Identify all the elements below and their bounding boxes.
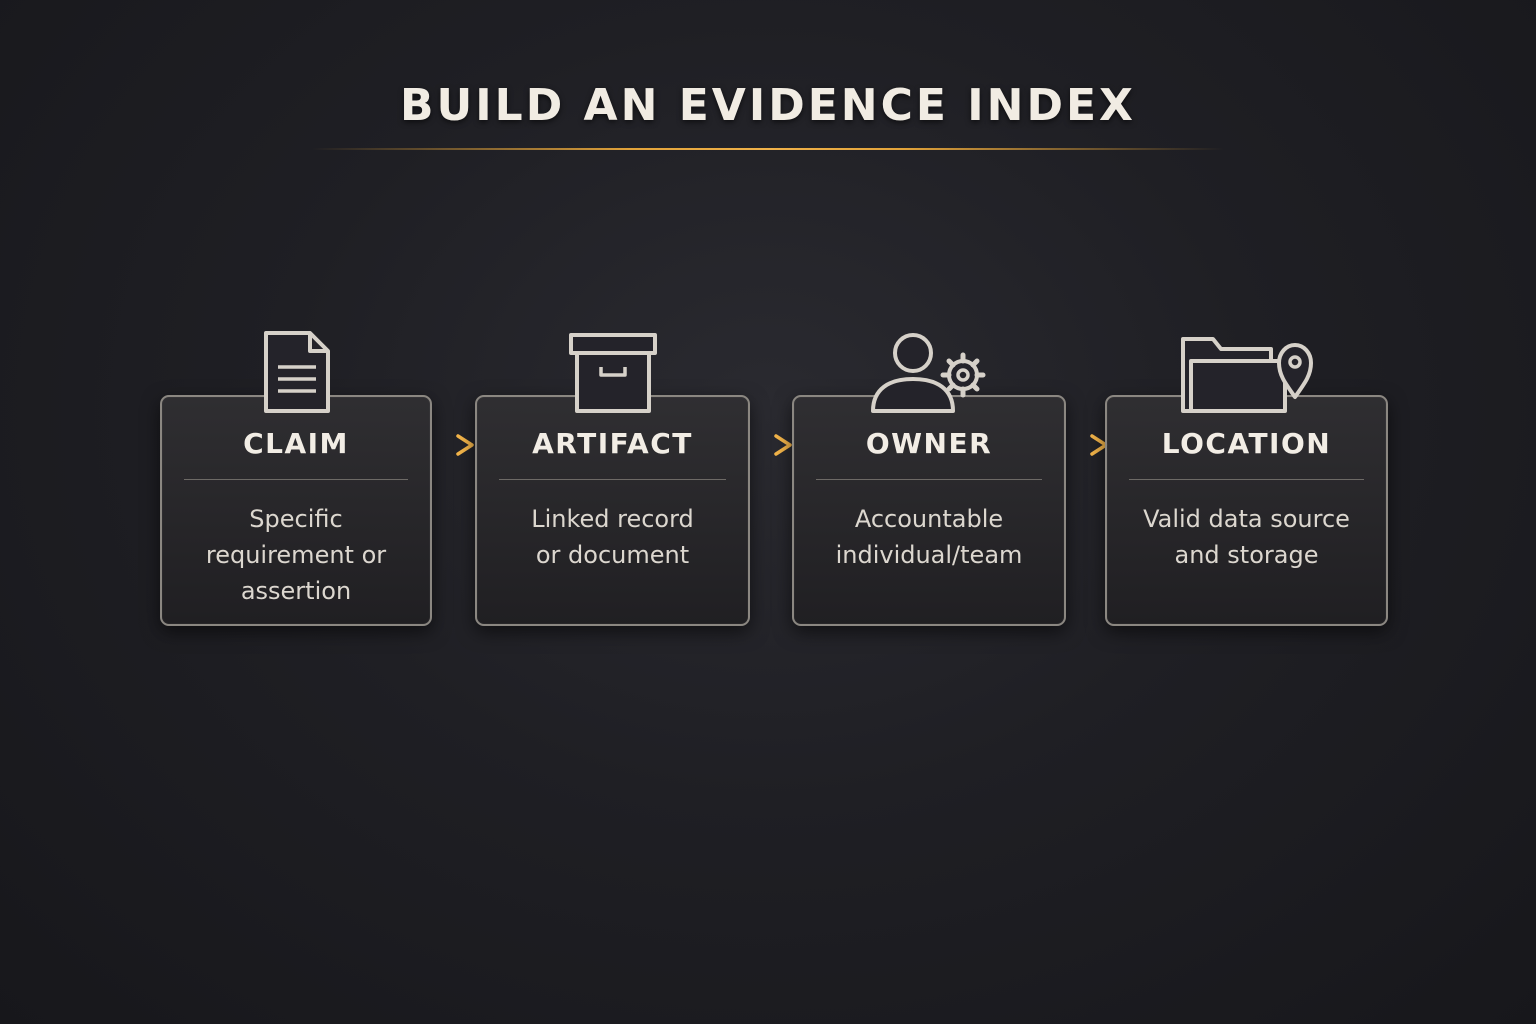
- step-card-claim: CLAIM Specific requirement or assertion: [160, 331, 432, 626]
- step-divider: [184, 479, 408, 480]
- step-divider: [499, 479, 726, 480]
- step-divider: [1129, 479, 1364, 480]
- step-description: Specific requirement or assertion: [205, 505, 387, 605]
- step-card-artifact: ARTIFACT Linked record or document: [475, 333, 750, 626]
- step-title: CLAIM: [243, 427, 349, 460]
- step-divider: [816, 479, 1042, 480]
- step-title: ARTIFACT: [532, 427, 693, 460]
- arrow-owner-to-location: [1016, 434, 1108, 456]
- step-card-owner: OWNER Accountable individual/team: [792, 333, 1066, 626]
- title-underline: [312, 148, 1224, 150]
- step-title: LOCATION: [1161, 427, 1332, 460]
- folder-location-icon: [1180, 337, 1313, 413]
- step-description: Valid data source and storage: [1143, 505, 1350, 569]
- user-gear-icon: [871, 333, 986, 413]
- step-title: OWNER: [865, 427, 993, 460]
- step-card-location: LOCATION Valid data source and storage: [1105, 337, 1388, 626]
- document-icon: [264, 331, 330, 413]
- step-description: Accountable individual/team: [835, 505, 1023, 569]
- arrow-claim-to-artifact: [382, 434, 474, 456]
- step-description: Linked record or document: [531, 505, 694, 569]
- archive-box-icon: [568, 333, 657, 413]
- page-title: BUILD AN EVIDENCE INDEX: [400, 80, 1136, 131]
- arrow-artifact-to-owner: [700, 434, 792, 456]
